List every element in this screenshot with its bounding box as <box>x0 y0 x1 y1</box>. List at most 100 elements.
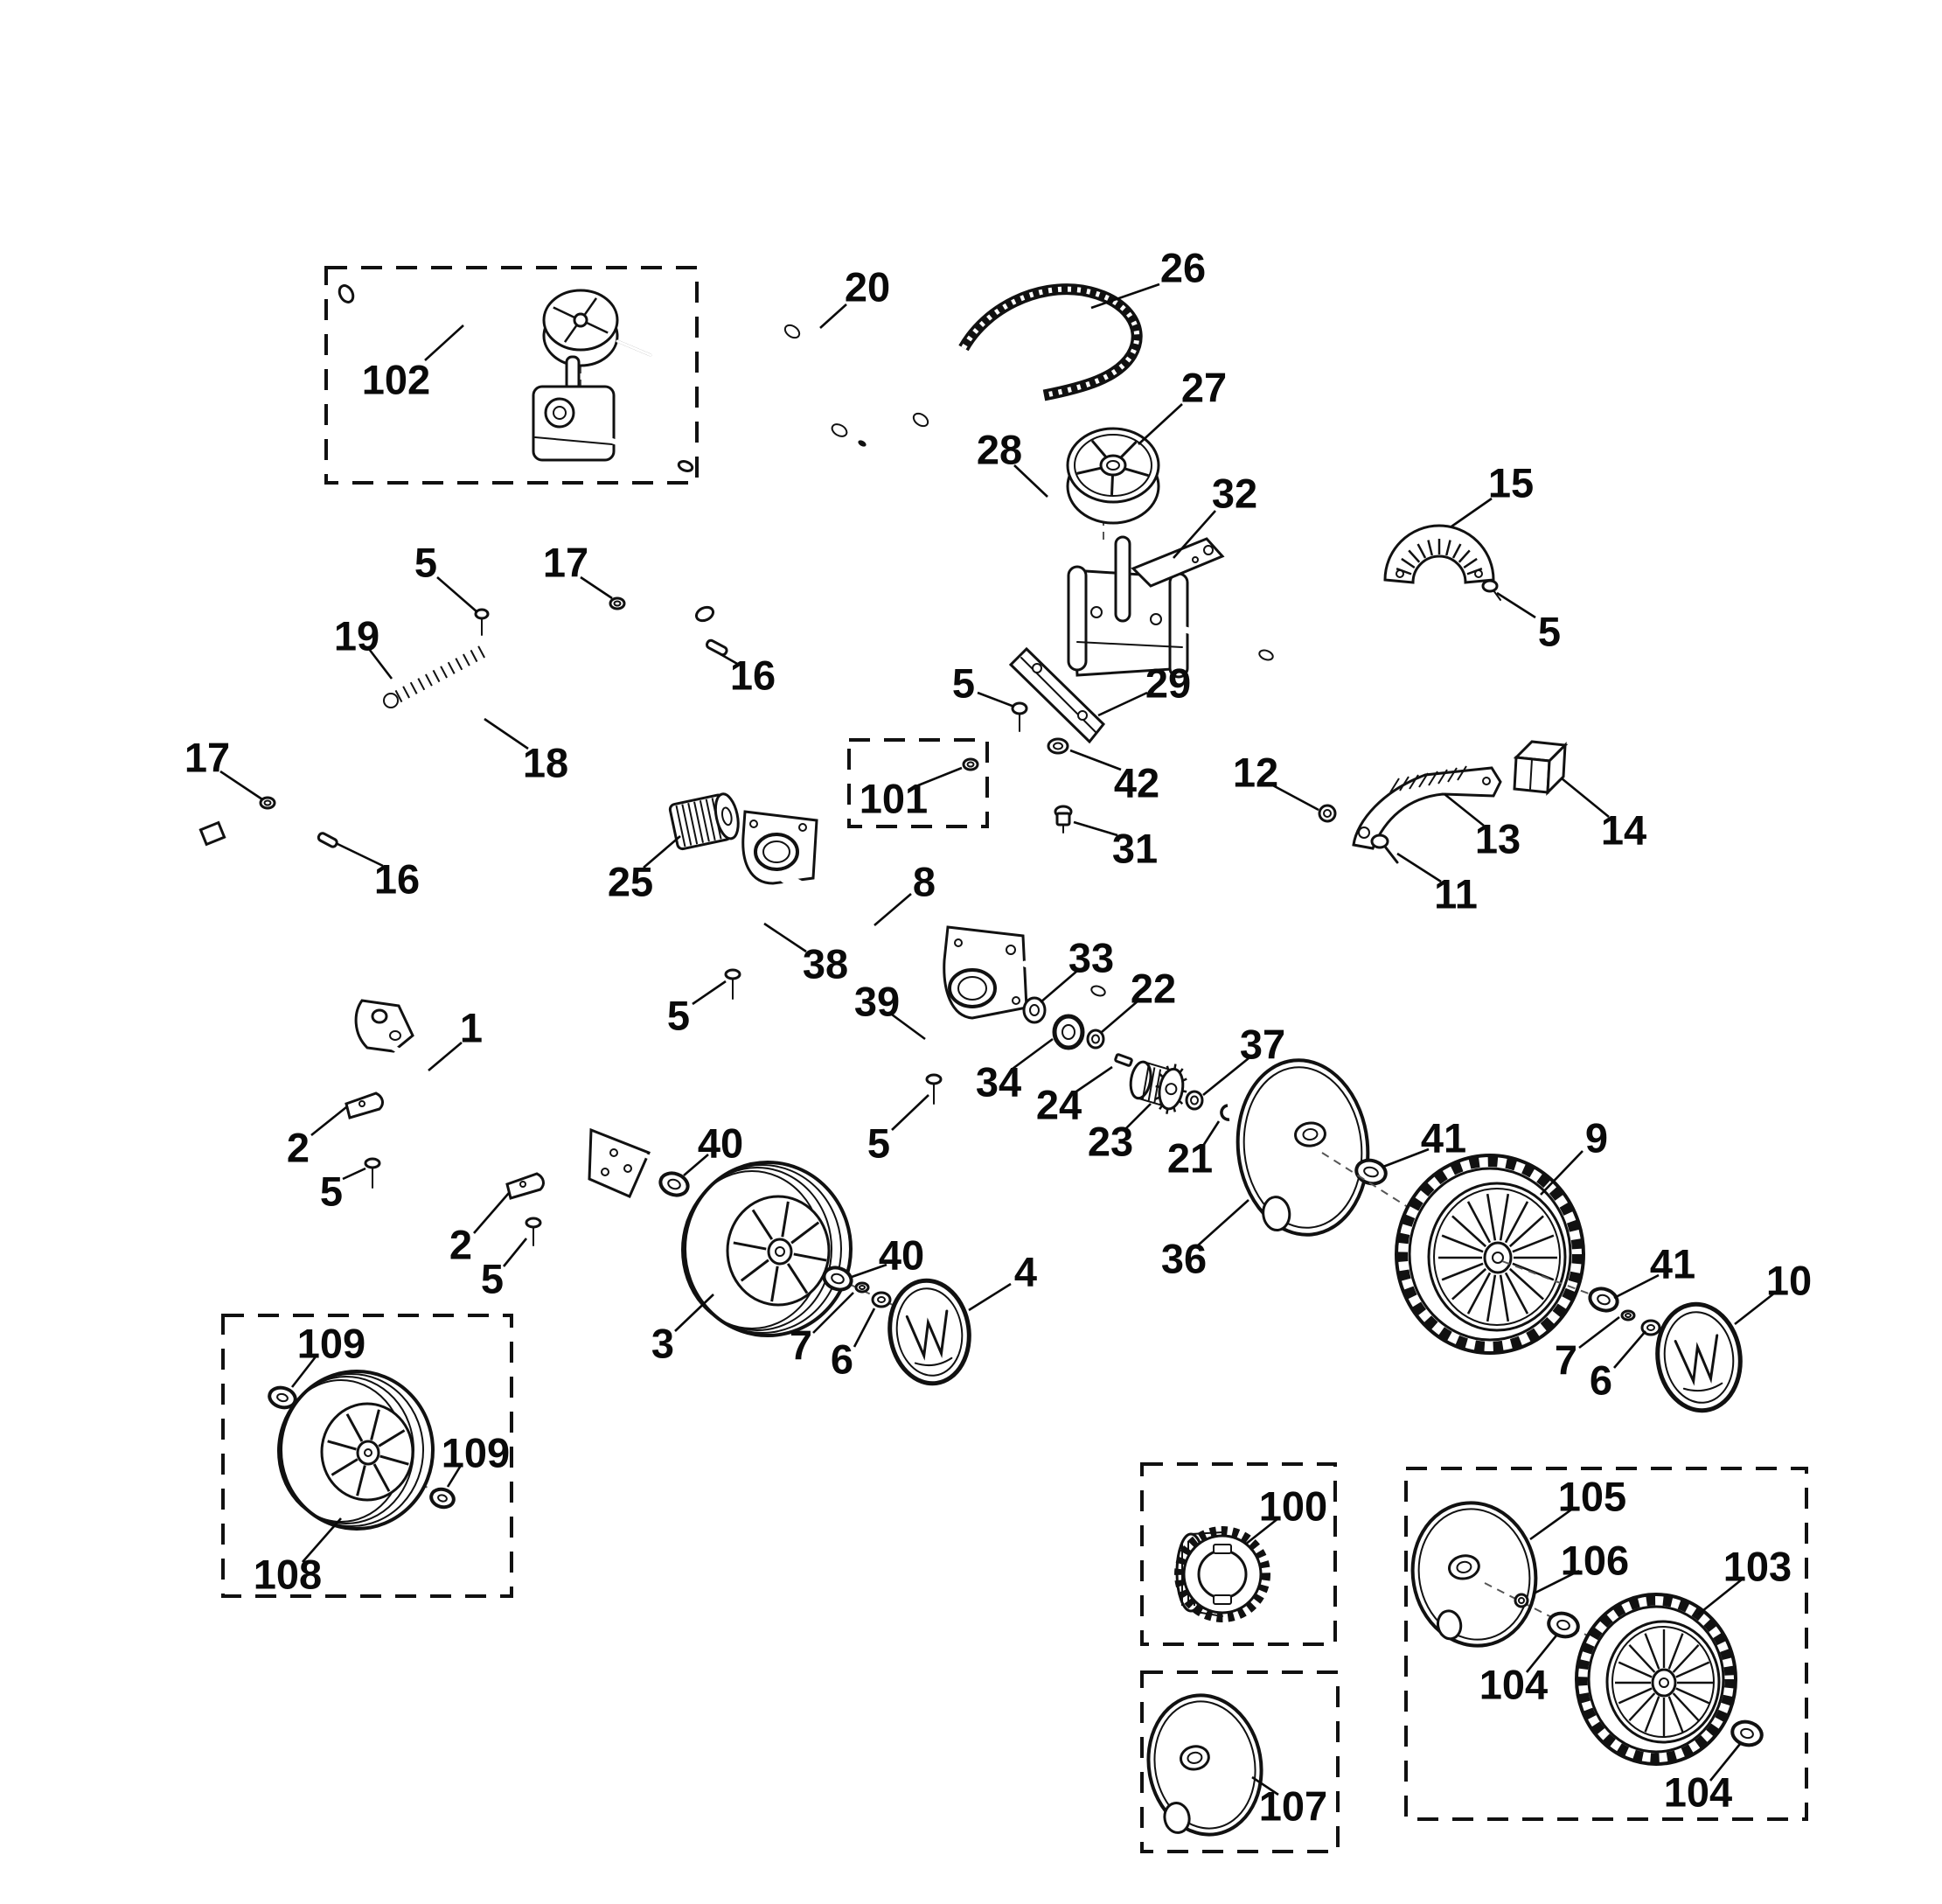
leader-line-40-47 <box>683 1154 709 1176</box>
callout-107-57: 107 <box>1259 1783 1327 1830</box>
leader-line-16-11 <box>720 652 740 666</box>
part-5-screw-29 <box>1011 701 1028 732</box>
leader-line-107-57 <box>1251 1775 1279 1796</box>
callout-36-37: 36 <box>1161 1236 1207 1282</box>
callout-13-22: 13 <box>1475 816 1521 862</box>
callout-6-51: 6 <box>831 1336 853 1383</box>
leader-line-2-45 <box>473 1192 510 1234</box>
part-9-drive-wheel <box>1395 1154 1601 1355</box>
part-5-screw-2a <box>364 1157 381 1189</box>
part-34-bearing <box>1052 1014 1085 1050</box>
group-box-100 <box>1140 1462 1337 1646</box>
callout-7-63: 7 <box>1555 1337 1577 1384</box>
callout-109-54: 109 <box>442 1430 510 1476</box>
group-box-102 <box>324 266 699 485</box>
callout-5-29: 5 <box>867 1120 890 1167</box>
leader-line-3-48 <box>674 1294 714 1332</box>
leader-line-11-24 <box>1396 852 1442 883</box>
leader-line-100-56 <box>1244 1517 1279 1546</box>
part-5-screw-38 <box>724 968 741 1000</box>
callout-5-44: 5 <box>320 1168 343 1215</box>
callout-16-11: 16 <box>730 652 776 699</box>
callout-8-25: 8 <box>913 859 936 905</box>
callout-37-36: 37 <box>1240 1022 1285 1068</box>
part-13-arm <box>1352 765 1502 864</box>
leader-line-10-41 <box>1734 1291 1776 1326</box>
part-42-nut <box>1047 737 1069 755</box>
leader-line-12-21 <box>1269 782 1319 812</box>
leader-line-37-36 <box>1202 1057 1249 1097</box>
leader-line-5-46 <box>502 1238 528 1267</box>
part-27-pulley <box>1066 427 1160 546</box>
part-38-clip <box>724 907 771 1000</box>
part-5-screw-2b <box>525 1217 542 1246</box>
leader-line-16-14 <box>335 841 384 868</box>
callout-21-35: 21 <box>1167 1135 1213 1182</box>
part-23-pinion <box>1129 1060 1187 1114</box>
part-104-nut-b <box>1730 1719 1764 1747</box>
callout-17-9: 17 <box>543 540 588 586</box>
group-box-107 <box>1140 1670 1340 1853</box>
leader-line-15-6 <box>1451 497 1493 528</box>
part-2-clamp-b <box>505 1172 545 1200</box>
part-32-transmission <box>831 423 1274 679</box>
part-16-pin-top <box>705 638 728 657</box>
callout-32-5: 32 <box>1212 471 1257 517</box>
callout-23-34: 23 <box>1088 1119 1133 1165</box>
callout-40-47: 40 <box>698 1120 743 1167</box>
callout-3-48: 3 <box>651 1321 674 1367</box>
part-109-nut-a <box>268 1385 297 1410</box>
callout-19-10: 19 <box>334 613 379 659</box>
group-boxes <box>221 266 1808 1853</box>
part-7-washer-b <box>1620 1309 1636 1322</box>
callout-5-27: 5 <box>667 993 690 1039</box>
part-22-ring <box>1086 1029 1105 1050</box>
leader-line-9-39 <box>1540 1150 1584 1196</box>
leader-line-24-33 <box>1073 1065 1113 1095</box>
part-40-bearing-b <box>822 1266 853 1292</box>
leader-line-1-42 <box>428 1042 463 1071</box>
leader-line-14-23 <box>1561 777 1610 819</box>
leader-line-31-20 <box>1073 820 1118 837</box>
callout-100-56: 100 <box>1259 1483 1327 1530</box>
leader-line-5-8 <box>436 576 478 613</box>
callout-26-2: 26 <box>1160 245 1206 291</box>
callout-104-62: 104 <box>1664 1769 1732 1816</box>
part-109-nut-b <box>429 1487 456 1510</box>
callout-105-58: 105 <box>1558 1474 1626 1520</box>
callout-40-49: 40 <box>879 1232 924 1279</box>
group-box-103 <box>1404 1467 1808 1821</box>
callout-15-6: 15 <box>1488 460 1534 506</box>
callout-24-33: 24 <box>1036 1082 1082 1128</box>
leader-line-103-60 <box>1697 1578 1743 1616</box>
leader-line-20-1 <box>819 303 847 329</box>
leader-line-32-5 <box>1173 510 1216 559</box>
leader-line-17-13 <box>219 770 263 801</box>
leader-line-5-27 <box>692 980 727 1006</box>
leader-line-5-29 <box>891 1094 929 1131</box>
callout-18-12: 18 <box>523 740 568 786</box>
callout-41-40: 41 <box>1650 1241 1695 1287</box>
leader-line-13-22 <box>1444 792 1485 827</box>
part-15-toothed-sector <box>1383 524 1501 601</box>
part-12-nut <box>1318 804 1337 823</box>
leader-line-109-54 <box>446 1463 463 1488</box>
callout-42-18: 42 <box>1114 760 1159 806</box>
callout-25-15: 25 <box>608 859 653 905</box>
leader-line-102-0 <box>424 324 464 361</box>
leader-line-22-31 <box>1101 1000 1139 1033</box>
part-102-gearbox-assembly <box>338 284 694 472</box>
callout-31-20: 31 <box>1112 826 1158 872</box>
callout-39-28: 39 <box>854 979 900 1025</box>
leader-line-2-43 <box>310 1105 347 1137</box>
part-103-drive-wheel <box>1575 1593 1737 1766</box>
part-100-gear <box>1174 1526 1270 1622</box>
leader-line-5-44 <box>342 1167 366 1181</box>
leader-line-21-35 <box>1201 1120 1221 1147</box>
callout-1-42: 1 <box>460 1005 483 1051</box>
callout-28-4: 28 <box>977 427 1022 473</box>
leader-line-34-32 <box>1012 1037 1054 1071</box>
leader-line-41-38 <box>1382 1147 1430 1168</box>
